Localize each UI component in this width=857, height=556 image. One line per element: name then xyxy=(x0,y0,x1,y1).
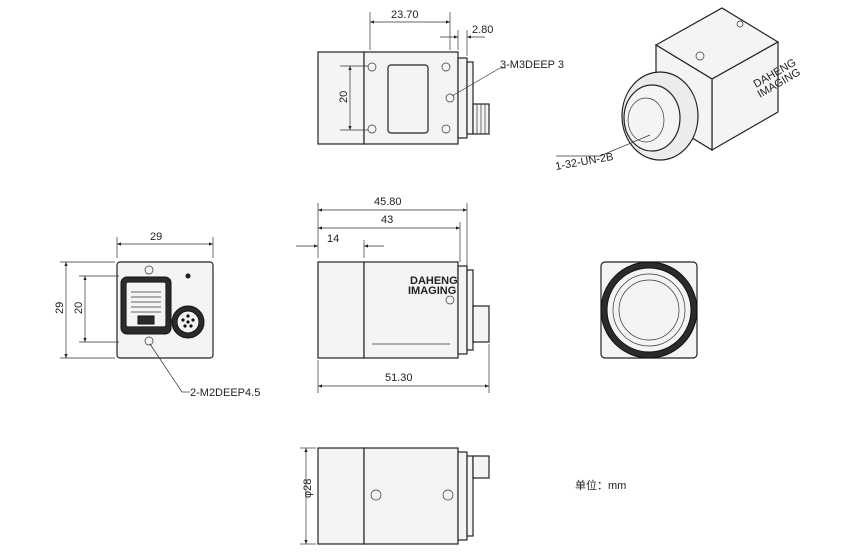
side-connector xyxy=(472,305,490,343)
rear-hole-callout: 2-M2DEEP4.5 xyxy=(190,387,260,399)
bottom-camera-body xyxy=(363,447,459,545)
top-lens-body xyxy=(317,51,365,145)
top-hole-callout: 3-M3DEEP 3 xyxy=(500,59,564,71)
side-body-dim: 43 xyxy=(381,214,393,226)
top-label-window xyxy=(387,64,429,134)
iso-view: DAHENG IMAGING 1-32-UN-2B xyxy=(554,7,803,173)
side-rear-plate xyxy=(457,265,468,355)
rear-screw-hole xyxy=(144,336,154,346)
side-total-dim: 45.80 xyxy=(374,196,402,208)
top-screw-hole xyxy=(367,62,377,72)
iso-screw-hole xyxy=(736,20,744,28)
top-view: 23.70 2.80 20 3-M3DEEP 3 xyxy=(317,9,564,145)
unit-note: 单位：mm xyxy=(575,478,626,492)
bottom-screw-hole xyxy=(370,489,382,501)
front-view xyxy=(600,261,698,359)
status-led xyxy=(185,273,191,279)
side-rear-flange xyxy=(466,269,474,351)
bottom-view: φ28 xyxy=(300,447,490,545)
iso-lens-inner xyxy=(623,84,681,152)
bottom-diameter-dim: φ28 xyxy=(302,479,314,498)
rear-outer-height-dim: 29 xyxy=(54,302,66,314)
bottom-rear-flange xyxy=(466,455,474,537)
side-lens-dim: 14 xyxy=(327,233,339,245)
top-width-dim: 23.70 xyxy=(391,9,419,21)
side-brand-2: IMAGING xyxy=(408,285,456,297)
front-sensor-window xyxy=(618,279,680,341)
top-screw-hole xyxy=(445,93,455,103)
iso-screw-hole xyxy=(695,51,705,61)
side-view: DAHENG IMAGING 45.80 43 14 51.30 xyxy=(296,196,490,393)
rj45-port xyxy=(125,281,167,328)
bottom-rear-plate xyxy=(457,451,468,541)
top-height-dim: 20 xyxy=(338,91,350,103)
side-brand-1: DAHENG xyxy=(410,275,458,287)
top-rear-flange xyxy=(466,61,474,135)
bottom-screw-hole xyxy=(442,489,454,501)
top-screw-hole xyxy=(441,124,451,134)
rear-width-dim: 29 xyxy=(150,231,162,243)
side-screw-hole xyxy=(445,295,455,305)
top-rear-plate xyxy=(457,57,468,139)
iso-thread-callout: 1-32-UN-2B xyxy=(554,151,614,173)
bottom-connector xyxy=(472,455,490,479)
side-lens-body xyxy=(317,261,365,359)
top-screw-hole xyxy=(441,62,451,72)
rear-inner-height-dim: 20 xyxy=(73,302,85,314)
top-offset-dim: 2.80 xyxy=(472,24,493,36)
side-overall-dim: 51.30 xyxy=(385,372,413,384)
rear-screw-hole xyxy=(144,265,154,275)
bottom-lens-body xyxy=(317,447,365,545)
rear-view: 29 29 20 2-M2DEEP4.5 xyxy=(54,231,260,399)
top-screw-hole xyxy=(367,124,377,134)
side-camera-body xyxy=(363,261,459,359)
